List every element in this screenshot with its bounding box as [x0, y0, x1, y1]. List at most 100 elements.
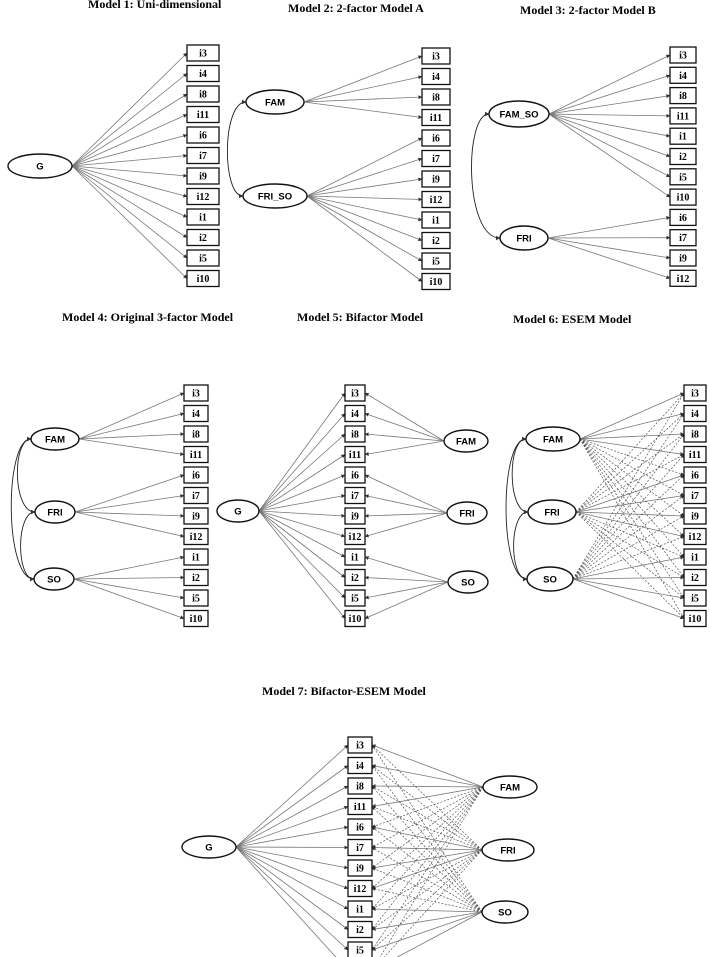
item-label-i10: i10 — [190, 614, 203, 625]
factor-fri_so — [242, 183, 308, 209]
loading-so-i5 — [572, 578, 685, 600]
item-label-i2: i2 — [432, 236, 440, 247]
loading-fam-i10 — [379, 786, 484, 957]
loading-fam-i1 — [371, 786, 484, 910]
item-label-i10: i10 — [197, 274, 210, 285]
item-label-i10: i10 — [430, 277, 443, 288]
loading-so-i3 — [572, 392, 685, 580]
item-box-i7 — [347, 838, 373, 857]
factor-label-fam: FAM — [500, 782, 520, 793]
item-box-i6 — [421, 129, 451, 147]
factor-so — [33, 567, 75, 591]
model-5-title: Model 5: Bifactor Model — [297, 310, 424, 324]
loading-fam-i3 — [579, 392, 685, 440]
loading-so-i6 — [371, 826, 483, 913]
loading-g-i12 — [235, 846, 349, 890]
loading-so-i1 — [73, 555, 185, 580]
loading-g-i10 — [258, 510, 346, 619]
item-box-i7 — [344, 486, 366, 505]
loading-fri-i8 — [371, 785, 483, 851]
loading-fam-i8 — [371, 784, 484, 789]
loading-fam-i11 — [78, 438, 185, 456]
item-label-i8: i8 — [432, 93, 440, 104]
loading-fri-i9 — [74, 511, 185, 518]
factor-fam — [482, 775, 538, 799]
loading-fri_so-i6 — [306, 137, 423, 197]
item-label-i2: i2 — [351, 573, 359, 584]
loading-so-i1 — [371, 907, 483, 913]
item-box-i7 — [183, 486, 209, 505]
loading-fam_so-i3 — [548, 54, 671, 115]
loading-so-i2 — [364, 575, 449, 583]
item-label-i6: i6 — [199, 131, 207, 142]
loading-fri-i9 — [547, 237, 671, 260]
item-box-i2 — [347, 920, 373, 939]
loading-fri-i3 — [575, 392, 685, 513]
loading-fam-i11 — [303, 101, 423, 120]
item-box-i11 — [669, 107, 697, 125]
item-label-i6: i6 — [679, 213, 687, 224]
loading-fam-i4 — [364, 412, 445, 442]
loading-fri-i12 — [364, 512, 448, 538]
item-label-i3: i3 — [432, 52, 440, 63]
loading-so-i7 — [572, 495, 685, 580]
item-label-i3: i3 — [351, 389, 359, 400]
loading-fri-i5 — [371, 849, 483, 951]
loading-fam_so-i2 — [548, 113, 671, 158]
factor-label-fam: FAM — [543, 434, 563, 445]
loading-fri-i7 — [364, 494, 448, 514]
item-box-i10 — [683, 609, 707, 628]
loading-fam-i3 — [78, 392, 185, 440]
loading-fam-i8 — [364, 432, 445, 442]
loading-so-i1 — [364, 556, 449, 583]
loading-so-i8 — [572, 433, 685, 580]
loading-fri_so-i9 — [306, 177, 423, 197]
covariance-fri-so — [20, 509, 36, 582]
factor-fam — [30, 427, 80, 451]
item-box-i1 — [683, 548, 707, 566]
item-box-i4 — [683, 404, 707, 423]
factor-so — [481, 900, 529, 924]
item-box-i10 — [421, 272, 451, 291]
factor-label-fam: FAM — [456, 436, 476, 447]
item-box-i4 — [421, 67, 451, 86]
item-label-i4: i4 — [351, 409, 359, 420]
loading-so-i8 — [371, 785, 483, 913]
loading-so-i4 — [371, 765, 483, 913]
item-box-i5 — [421, 252, 451, 270]
loading-so-i12 — [572, 536, 685, 580]
loading-fam-i8 — [579, 432, 685, 440]
factor-label-fam: FAM — [265, 97, 285, 108]
item-label-i10: i10 — [349, 614, 362, 625]
item-box-i4 — [669, 66, 697, 84]
item-label-i9: i9 — [679, 254, 687, 265]
item-box-i7 — [421, 149, 451, 168]
model-4-title: Model 4: Original 3-factor Model — [62, 310, 234, 324]
loading-g-i3 — [71, 52, 188, 167]
loading-so-i2 — [371, 911, 483, 931]
loading-fri-i11 — [575, 454, 685, 513]
loading-so-i4 — [572, 413, 685, 580]
item-box-i6 — [669, 208, 697, 227]
item-label-i10: i10 — [689, 614, 702, 625]
item-label-i8: i8 — [199, 90, 207, 101]
loading-fri-i5 — [575, 511, 685, 599]
item-box-i7 — [683, 486, 707, 505]
loading-fam-i11 — [371, 786, 484, 808]
item-label-i12: i12 — [197, 192, 210, 203]
covariance-fam-fri_so — [226, 99, 247, 199]
item-box-i11 — [683, 445, 707, 464]
item-box-i3 — [683, 384, 707, 402]
factor-label-so: SO — [498, 907, 512, 918]
loading-fri-i6 — [547, 216, 671, 239]
loading-so-i2 — [572, 575, 685, 580]
loading-g-i7 — [71, 153, 188, 167]
factor-fam — [245, 89, 305, 115]
item-box-i6 — [347, 818, 373, 836]
loading-so-i10 — [73, 578, 185, 620]
item-box-i8 — [344, 425, 366, 443]
model-2-title: Model 2: 2-factor Model A — [288, 1, 424, 15]
